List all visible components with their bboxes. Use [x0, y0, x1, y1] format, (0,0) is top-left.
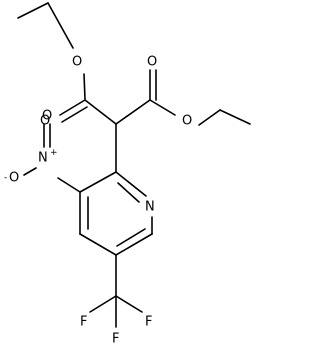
bond-ring-c3-to-nitro-n — [57, 177, 81, 193]
bond-ring-c5-c6-inner — [116, 228, 146, 247]
pyridine-ring — [79, 171, 153, 256]
bond-ethyl-right-ch2-ch3 — [219, 109, 251, 125]
bond-ester-left-o-c — [83, 73, 86, 100]
bond-nitro-n-to-o-minus — [23, 167, 37, 176]
atom-label-ester-o-right: O — [182, 114, 192, 129]
atom-label-carbonyl-o-left: O — [40, 114, 50, 129]
bond-ch-to-right-carbonyl — [115, 99, 151, 125]
bond-ethyl-left-ch2-o — [47, 2, 74, 49]
atom-label-ester-o-top-left: O — [72, 55, 82, 70]
nitro-group — [23, 123, 81, 193]
bond-ester-right-c-o — [149, 99, 176, 116]
atom-label-nitro-o-minus: O — [9, 171, 19, 186]
bond-ring-c2-c3 — [79, 171, 117, 193]
bond-ethyl-left-ch3-ch2 — [17, 2, 49, 19]
bond-ring-c4-c5 — [79, 233, 117, 256]
bond-carbonyl-left-b — [61, 106, 88, 123]
atom-label-fluorine-left: F — [80, 315, 87, 330]
bond-ring-n1-c2-inner — [117, 182, 140, 203]
trifluoromethyl-group — [89, 254, 143, 328]
charge-label-nitro-n-plus: + — [50, 148, 58, 158]
atom-label-nitro-n: N — [38, 151, 48, 166]
atom-label-fluorine-center: F — [112, 332, 119, 347]
charge-label-nitro-o-minus: - — [4, 173, 7, 183]
atom-label-fluorine-right: F — [145, 315, 152, 330]
atom-label-pyridine-n: N — [145, 200, 155, 215]
bond-left-carbonyl-to-ch — [84, 99, 117, 125]
bond-carbonyl-left-a — [59, 99, 86, 116]
bond-ring-n1-c2 — [115, 171, 147, 197]
right-ethyl-ester-group — [115, 69, 251, 126]
bond-cf3-to-f-right — [115, 295, 143, 313]
chemical-structure-diagram: O O O O O N + O - N F F F — [4, 2, 251, 347]
atom-label-nitro-o-double: O — [42, 109, 52, 124]
bond-ethyl-right-o-ch2 — [198, 109, 221, 126]
bond-cf3-to-f-left — [89, 295, 117, 313]
left-ethyl-ester-group — [17, 2, 117, 125]
bond-ring-c5-c6 — [115, 233, 153, 256]
atom-label-carbonyl-o-right: O — [147, 55, 157, 70]
